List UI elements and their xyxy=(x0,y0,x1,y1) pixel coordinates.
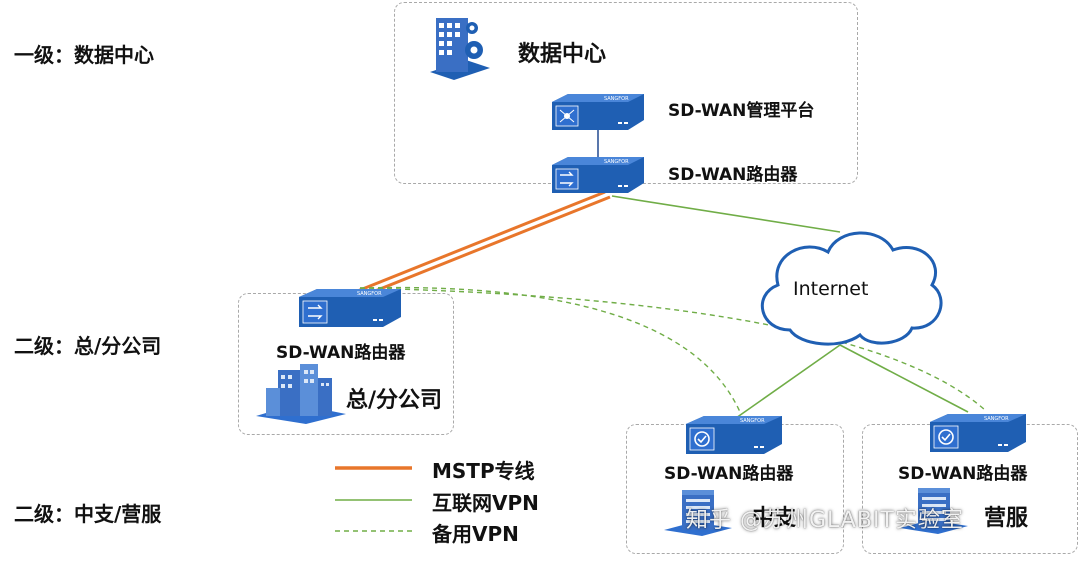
legend-lines xyxy=(335,466,412,532)
hq-buildings-icon xyxy=(256,364,346,424)
internet-label: Internet xyxy=(793,278,869,300)
backup-vpn-lines xyxy=(359,286,986,413)
tier-label-branch: 二级：总/分公司 xyxy=(14,334,162,358)
branch-right-router-icon: SANGFOR xyxy=(930,414,1026,452)
branch-left-building-icon xyxy=(664,490,732,536)
hq-router-label: SD-WAN路由器 xyxy=(276,343,406,363)
hq-site-label: 总/分公司 xyxy=(346,388,443,413)
internet-vpn-lines xyxy=(611,195,969,419)
tier-label-datacenter: 一级：数据中心 xyxy=(14,43,154,67)
branch-right-site-label: 营服 xyxy=(984,506,1029,531)
tier-label-subbranch: 二级：中支/营服 xyxy=(14,502,162,526)
mgmt-platform-label: SD-WAN管理平台 xyxy=(668,101,815,121)
legend-backup-vpn-label: 备用VPN xyxy=(432,522,519,546)
dc-router-icon: SANGFOR xyxy=(552,157,644,193)
svg-text:SANGFOR: SANGFOR xyxy=(984,416,1009,422)
internet-cloud xyxy=(760,231,943,346)
watermark-text: 知乎 @苏州GLABIT实验室 xyxy=(686,508,964,533)
branch-left-router-label: SD-WAN路由器 xyxy=(664,464,794,484)
svg-text:SANGFOR: SANGFOR xyxy=(357,291,382,297)
dc-router-label: SD-WAN路由器 xyxy=(668,165,798,185)
hq-router-icon: SANGFOR xyxy=(299,289,401,327)
datacenter-title: 数据中心 xyxy=(518,42,607,67)
svg-text:SANGFOR: SANGFOR xyxy=(740,418,765,424)
branch-left-site-label: 中支 xyxy=(752,506,797,531)
legend-internet-vpn-label: 互联网VPN xyxy=(432,491,539,515)
legend-mstp-label: MSTP专线 xyxy=(432,459,535,483)
mstp-line xyxy=(334,190,611,307)
datacenter-building-icon xyxy=(430,18,490,80)
svg-text:SANGFOR: SANGFOR xyxy=(604,96,629,102)
svg-text:SANGFOR: SANGFOR xyxy=(604,159,629,165)
branch-right-router-label: SD-WAN路由器 xyxy=(898,464,1028,484)
branch-left-router-icon: SANGFOR xyxy=(686,416,782,454)
sdwan-mgmt-device-icon: SANGFOR xyxy=(552,94,644,130)
branch-right-building-icon xyxy=(900,488,968,534)
